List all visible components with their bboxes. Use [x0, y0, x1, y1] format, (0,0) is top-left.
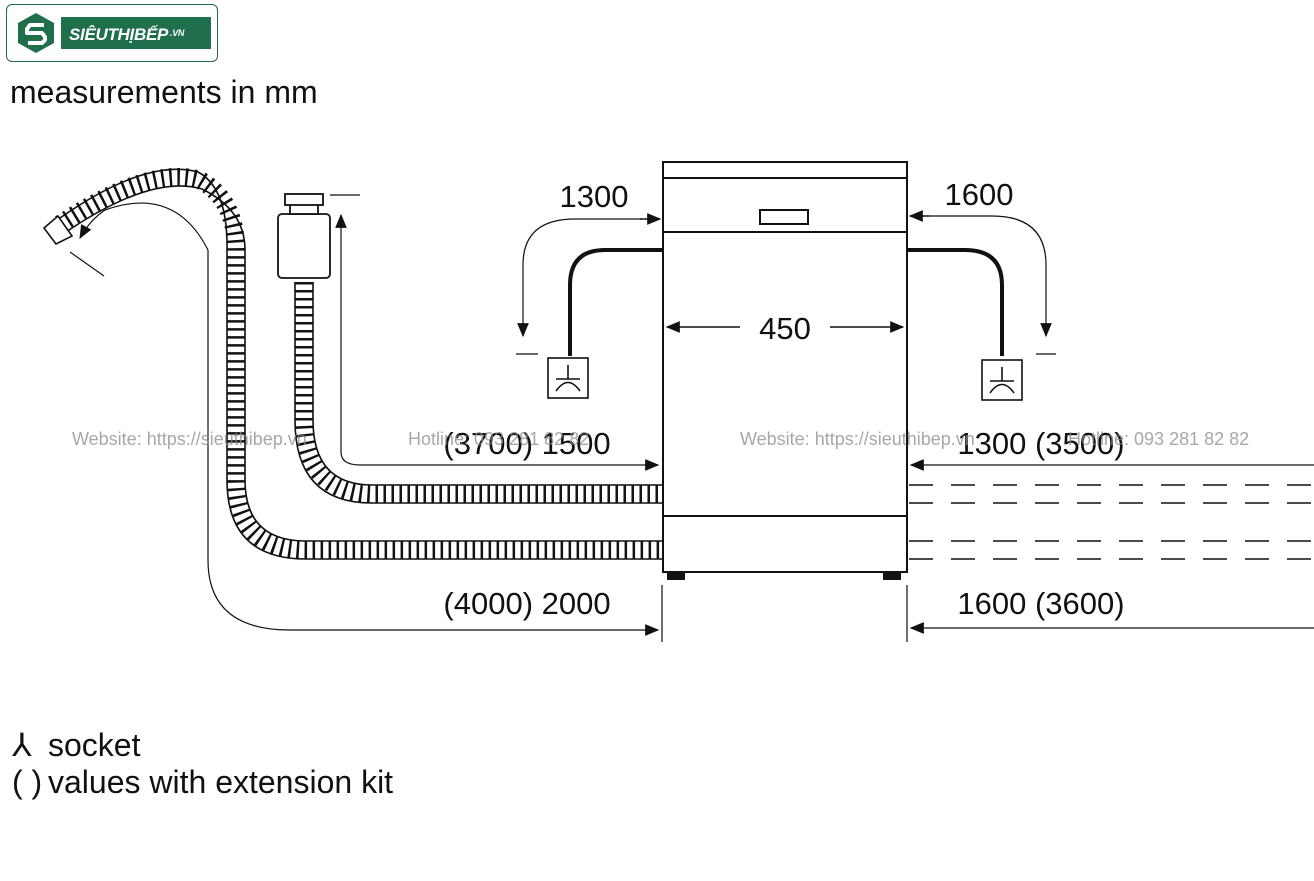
watermark-website-left: Website: https://sieuthibep.vn	[72, 429, 307, 449]
left-socket-distance-label: 1300	[560, 179, 629, 214]
units-label: measurements in mm	[10, 74, 318, 110]
brand-name: SIÊUTHỊBẾP	[69, 25, 169, 44]
drain-hose	[42, 168, 662, 560]
right-power-cable	[907, 248, 1004, 356]
dishwasher-front-view	[662, 161, 908, 580]
right-reach-dimensions	[909, 459, 1314, 634]
width-label: 450	[759, 311, 811, 346]
extension-symbol: ( )	[12, 764, 43, 800]
brand-suffix: .VN	[170, 28, 185, 38]
inlet-hose	[277, 193, 662, 504]
watermark-hotline-left: Hotline: 093 281 82 82	[408, 429, 589, 449]
left-power-cable	[568, 248, 663, 356]
inlet-reach-dimension	[330, 194, 660, 471]
legend-extension: ( )values with extension kit	[12, 763, 393, 801]
power-cables	[568, 248, 1004, 356]
drain-hose-nozzle	[42, 214, 74, 246]
aquastop-valve	[277, 213, 331, 279]
hose-nut	[284, 193, 324, 206]
socket-left	[547, 357, 589, 399]
socket-distance-arrows	[516, 210, 1056, 355]
brand-logo: SIÊUTHỊBẾP.VN	[6, 4, 218, 62]
socket-symbol-icon: ⅄	[12, 727, 32, 763]
drain-reach-dimension	[69, 202, 908, 642]
legend-socket: ⅄ socket	[12, 726, 140, 764]
right-hose-extensions	[909, 484, 1314, 560]
legend-extension-label: values with extension kit	[48, 764, 394, 800]
watermark-website-right: Website: https://sieuthibep.vn	[740, 429, 975, 449]
right-socket-distance-label: 1600	[945, 177, 1014, 212]
dishwasher-body	[662, 161, 908, 573]
left-upper-hose-label: (3700) 1500	[443, 426, 610, 461]
display-window	[759, 209, 809, 225]
right-lower-hose-label: 1600 (3600)	[957, 586, 1124, 621]
legend-socket-label: socket	[48, 727, 141, 763]
brand-logo-text: SIÊUTHỊBẾP.VN	[61, 17, 211, 49]
socket-right	[981, 359, 1023, 401]
left-lower-hose-label: (4000) 2000	[443, 586, 610, 621]
watermark-hotline-right: Hotline: 093 281 82 82	[1068, 429, 1249, 449]
left-foot	[667, 571, 685, 580]
brand-logo-icon	[18, 13, 54, 53]
right-upper-hose-label: 1300 (3500)	[957, 426, 1124, 461]
right-foot	[883, 571, 901, 580]
